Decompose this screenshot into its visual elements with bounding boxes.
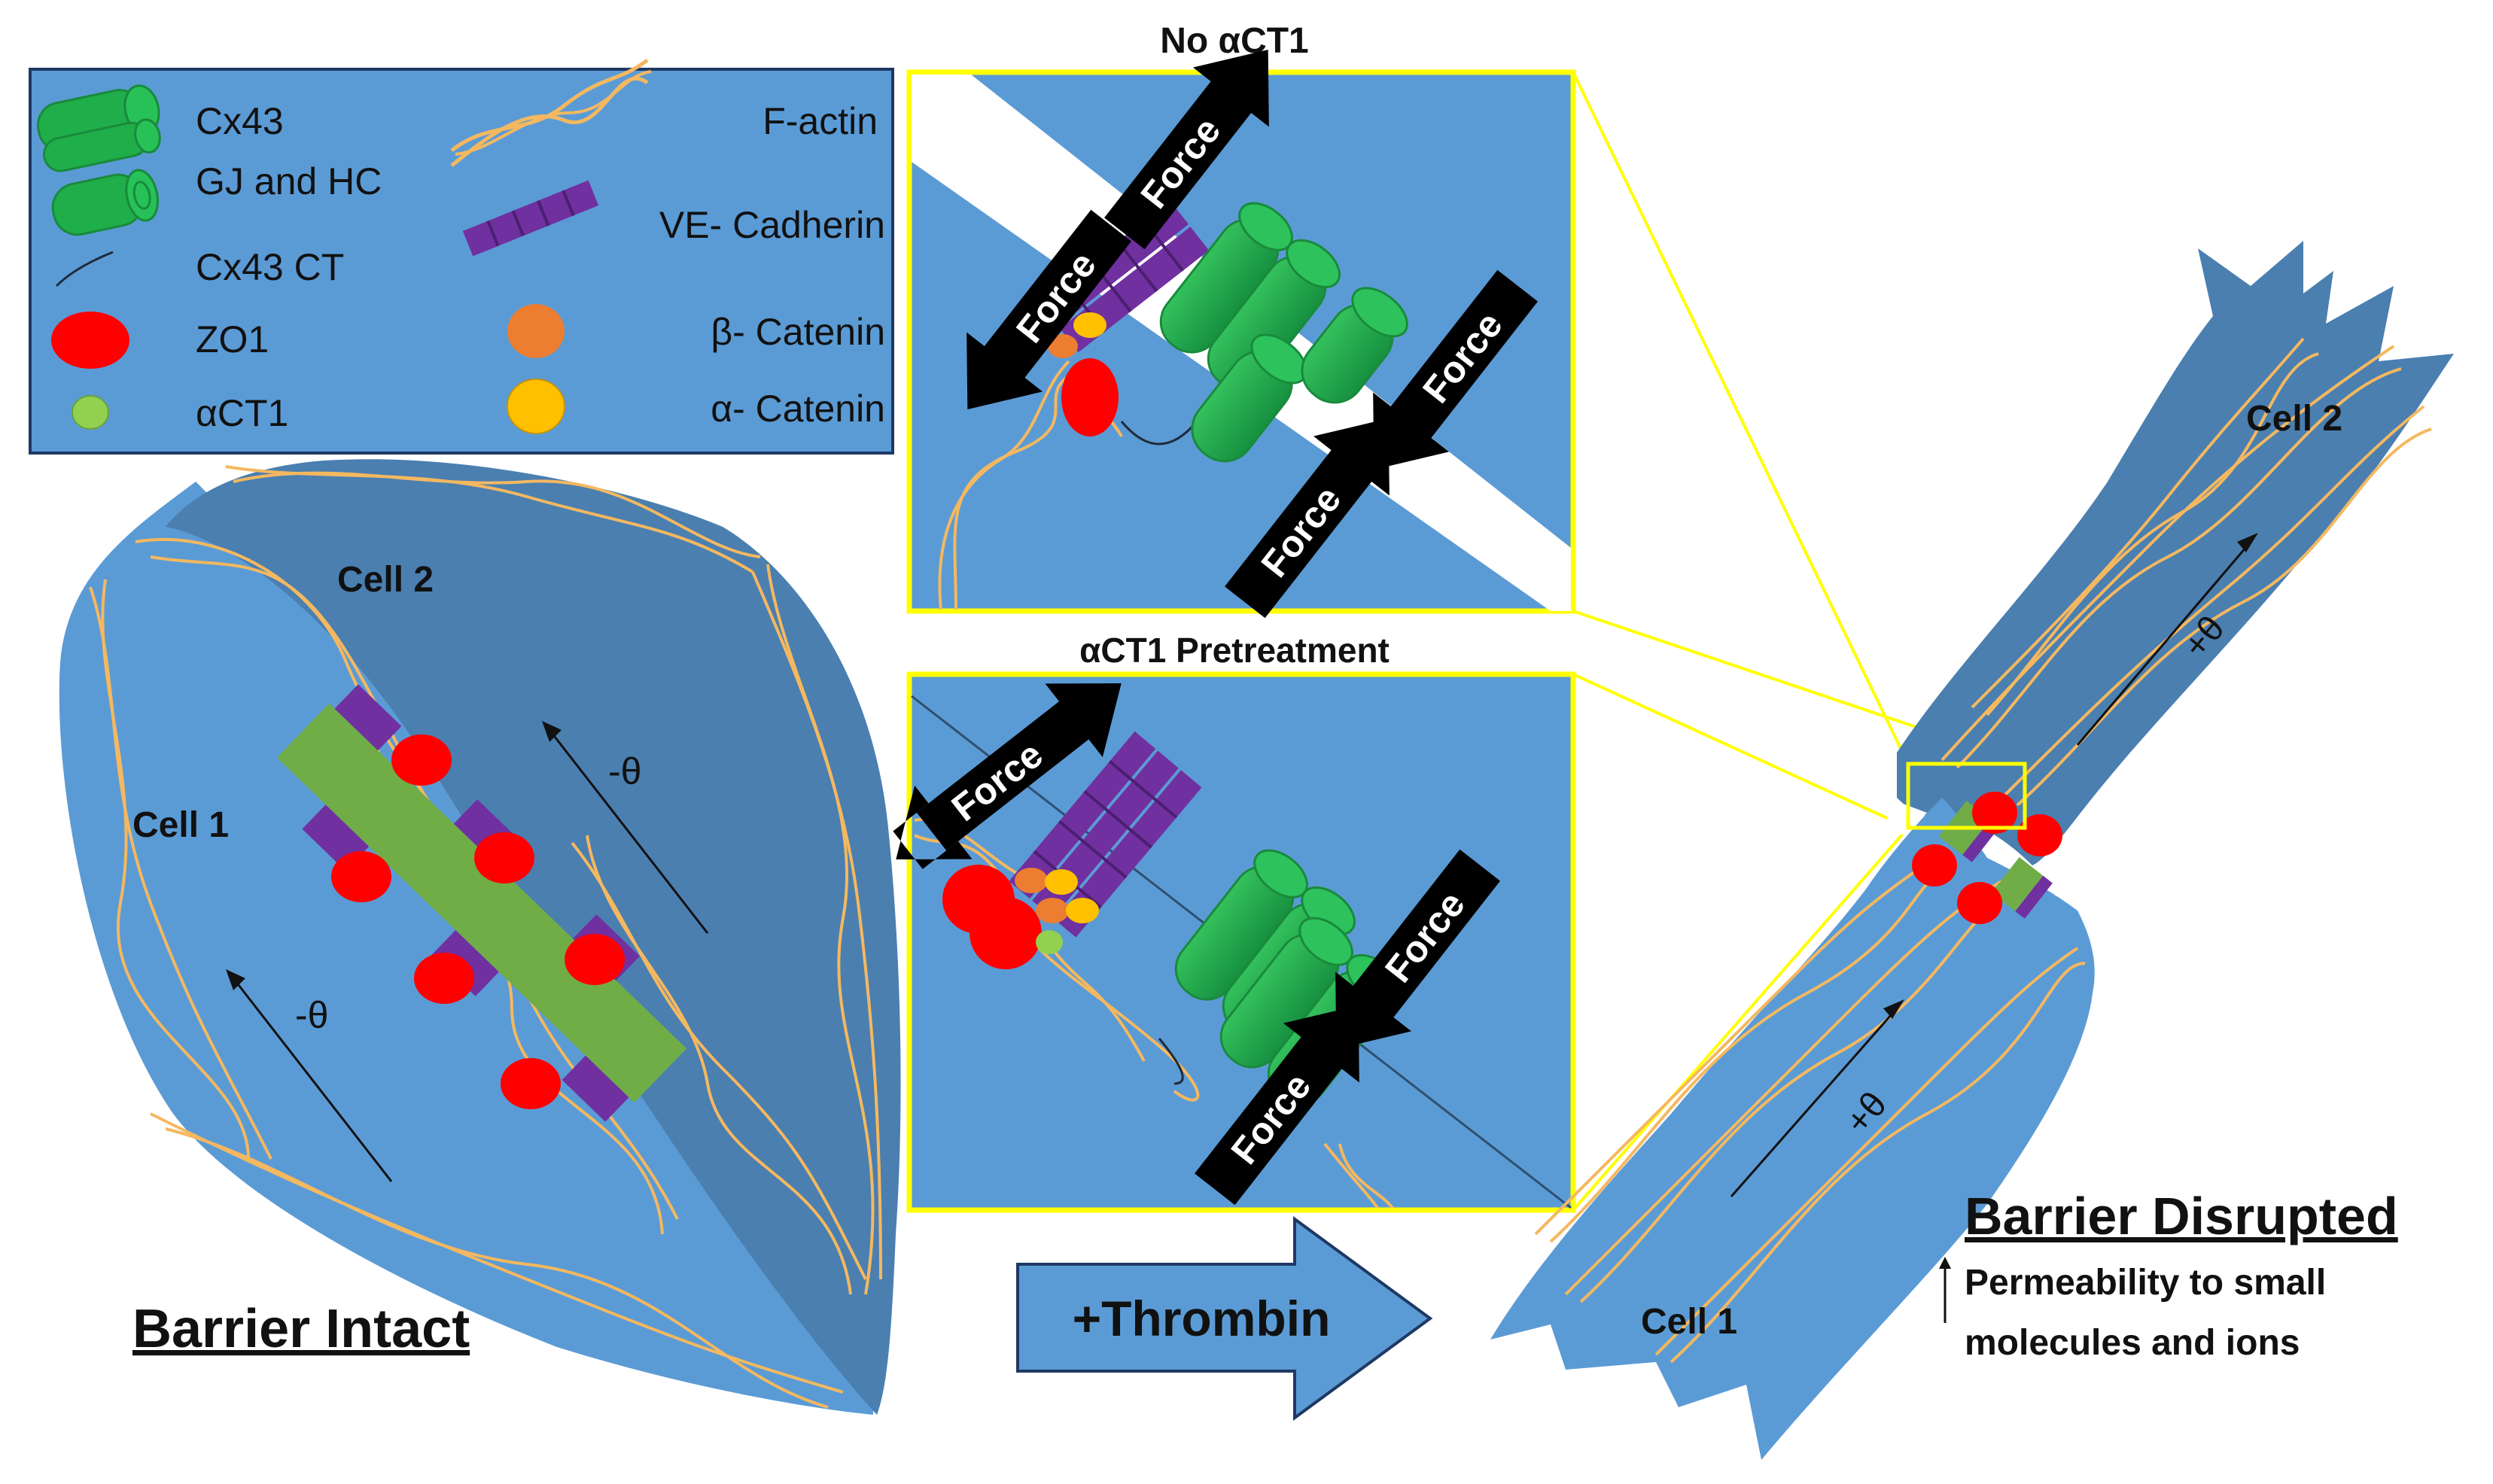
cx43-icon [36, 84, 161, 172]
permeability-note-line-1: Permeability to small [1965, 1263, 2326, 1303]
legend-act1-label: αCT1 [196, 392, 288, 434]
thrombin-label: +Thrombin [1073, 1291, 1331, 1346]
no-act1-connexins [1159, 202, 1408, 463]
ve-cadherin-icon [462, 180, 599, 257]
act1-pretreatment-act1-peptide [1036, 930, 1063, 954]
right-gap-2 [2055, 850, 2100, 903]
cx43-ct-icon [55, 251, 114, 287]
legend-alpha-catenin-label: α- Catenin [711, 388, 885, 430]
act1-pretreatment-inset: αCT1 Pretreatment [893, 631, 1576, 1213]
right-junction-fragments [1912, 792, 2062, 924]
legend-gj-hc-label: GJ and HC [196, 160, 382, 202]
legend-zo1-label: ZO1 [196, 318, 269, 360]
left-theta-2-label: -θ [608, 750, 641, 792]
left-cell-2-direction-arrow [548, 729, 709, 934]
right-cell-1-direction-arrow [1730, 1008, 1898, 1197]
left-junction-complex [276, 684, 687, 1122]
act1-pretreatment-zo1-b [970, 897, 1042, 969]
legend-cx43-label: Cx43 [196, 100, 284, 142]
legend-beta-catenin-label: β- Catenin [711, 311, 885, 353]
left-cell-2 [166, 459, 901, 1416]
act1-pretreatment-title: αCT1 Pretreatment [1079, 631, 1390, 670]
no-act1-inset: No αCT1 [906, 21, 1576, 619]
gj-hc-icon [51, 169, 159, 236]
left-theta-1-label: -θ [295, 994, 328, 1036]
left-cell-1-label: Cell 1 [132, 805, 229, 845]
act1-pretreatment-ve-cadherin [1009, 731, 1202, 938]
barrier-intact-caption: Barrier Intact [132, 1299, 470, 1359]
alpha-catenin-icon [507, 379, 565, 434]
legend: Cx43 GJ and HC Cx43 CT ZO1 αCT1 F-actin … [29, 58, 894, 455]
right-actin-network [1534, 337, 2432, 1364]
f-actin-icon [450, 58, 652, 167]
act1-icon [72, 395, 109, 430]
right-gap-1 [1882, 801, 1927, 835]
barrier-disrupted-panel: Cell 2 Cell 1 +θ +θ Barrier Disrupted Pe… [1490, 241, 2454, 1460]
barrier-disrupted-caption: Barrier Disrupted [1965, 1187, 2398, 1245]
permeability-note-line-2: molecules and ions [1965, 1323, 2300, 1363]
thrombin-arrow: +Thrombin [1016, 1216, 1433, 1421]
no-act1-alpha-catenin [1073, 312, 1106, 338]
left-cell-2-label: Cell 2 [337, 560, 434, 600]
left-cell-1-direction-arrow [232, 978, 393, 1182]
barrier-intact-panel: Cell 1 Cell 2 -θ -θ Barrier Intact [59, 459, 901, 1416]
right-cell-1-label: Cell 1 [1641, 1302, 1737, 1342]
no-act1-title: No αCT1 [1160, 21, 1309, 61]
zo1-icon [51, 312, 129, 369]
act1-pretreatment-catenins [1015, 868, 1099, 923]
legend-f-actin-label: F-actin [763, 100, 878, 142]
right-cell-2-direction-arrow [2076, 541, 2252, 746]
no-act1-zo1 [1061, 358, 1119, 436]
right-cell-2-label: Cell 2 [2246, 399, 2342, 439]
no-act1-ct-tail [1120, 421, 1198, 446]
act1-pretreatment-ct-tail [1158, 1038, 1184, 1085]
legend-ve-cadherin-label: VE- Cadherin [659, 204, 885, 246]
no-act1-beta-catenin [1048, 334, 1078, 358]
beta-catenin-icon [507, 304, 565, 358]
right-zoom-box [1906, 762, 2027, 830]
legend-cx43-ct-label: Cx43 CT [196, 246, 344, 288]
